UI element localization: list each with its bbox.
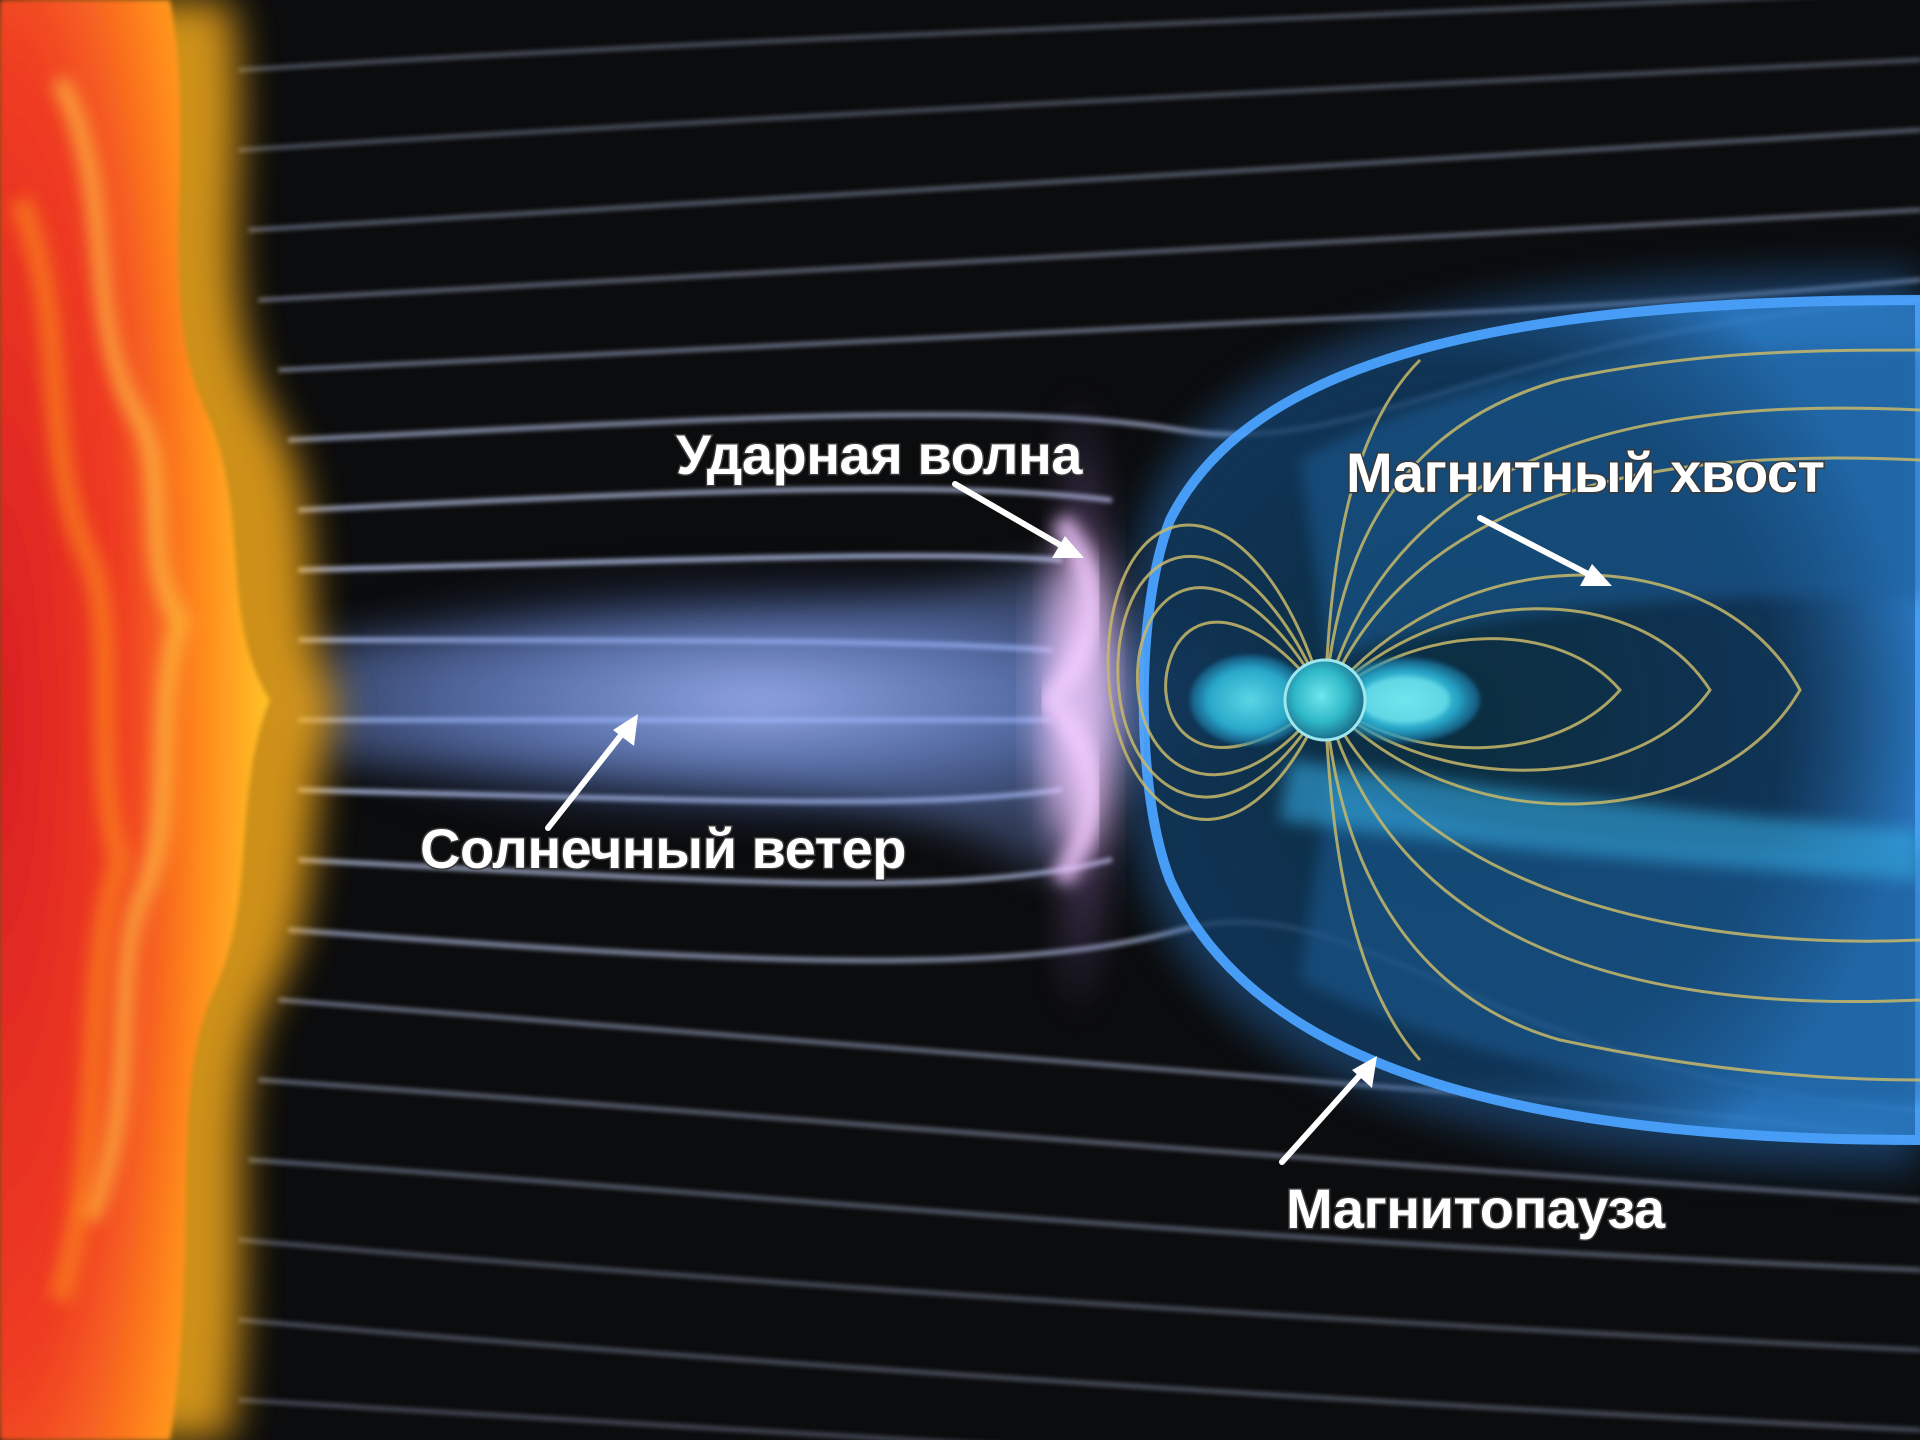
label-magnetotail: Магнитный хвост [1346,441,1824,504]
earth [1285,660,1365,740]
label-bow-shock: Ударная волна [676,423,1083,486]
label-magnetopause: Магнитопауза [1286,1177,1666,1240]
label-solar-wind: Солнечный ветер [420,817,906,880]
